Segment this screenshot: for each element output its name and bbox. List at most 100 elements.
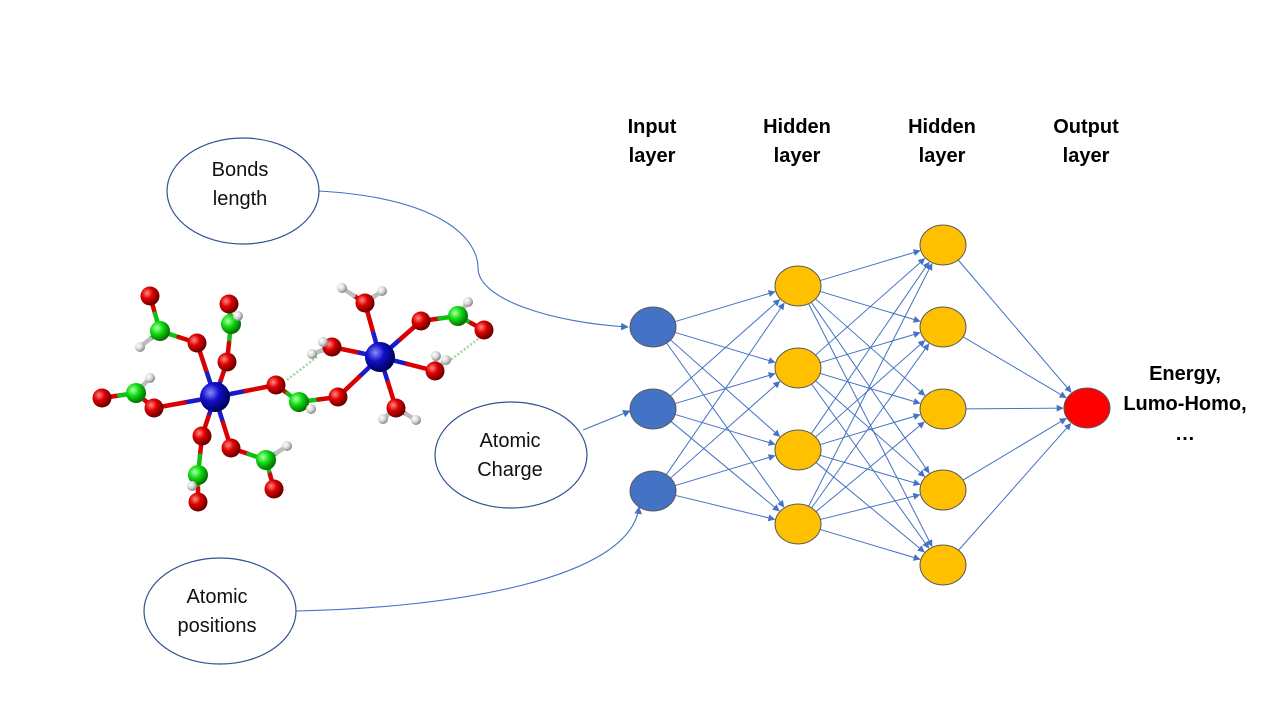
arrow-bonds-length-to-input [318,190,629,331]
hydrogen-atom [463,297,473,307]
arrow-atomic-positions-to-input [295,506,642,612]
hydrogen-atom [441,355,451,365]
connection-line [820,492,921,520]
carbon-atom [256,450,276,470]
oxygen-atom [192,426,212,446]
feature-label-bonds-length: Bonds length [180,156,300,214]
feature-ellipse-atomic-positions [143,557,297,665]
connection-line [674,290,776,323]
hydrogen-bond-dashed [286,355,319,381]
connection-line [815,258,926,356]
oxygen-atom [264,479,284,499]
connection-line [666,342,785,508]
metal-atom [200,382,230,412]
layer-title-line2: layer [773,145,821,167]
hydrogen-atom [307,349,317,359]
hidden-node-4 [774,503,822,545]
oxygen-atom [411,311,431,331]
oxygen-atom [187,333,207,353]
oxygen-atom [217,352,237,372]
connection-line [965,404,1064,412]
oxygen-atom [144,398,164,418]
feature-ellipses [143,137,588,665]
hidden-node-2 [774,347,822,389]
feature-label-line2: Charge [477,459,543,481]
layer-title-line1: Hidden [908,116,976,138]
oxygen-atom [92,388,112,408]
hydrogen-atom [377,286,387,296]
connection-line [820,454,921,487]
feature-arrows [295,190,642,612]
hidden-node-1 [774,265,822,307]
oxygen-atom [328,387,348,407]
feature-ellipse-bonds-length [166,137,320,245]
feature-label-line1: Atomic [186,586,248,608]
output-label: Energy, Lumo-Homo, … [1110,359,1260,449]
hydrogen-atom [378,414,388,424]
oxygen-atom [355,293,375,313]
carbon-atom [188,465,208,485]
hydrogen-atom [337,283,347,293]
connection-line [811,343,930,509]
connection-line [810,302,930,474]
input-node-2 [629,388,677,430]
feature-label-line1: Atomic [479,430,541,452]
input-node-3 [629,470,677,512]
hydrogen-atom [145,373,155,383]
hidden-node-3 [774,429,822,471]
output-label-line2: Lumo-Homo, [1123,393,1247,415]
connection-line [665,302,785,475]
carbon-atom [126,383,146,403]
hidden-node-1 [919,224,967,266]
hydrogen-atom [135,342,145,352]
hydrogen-atom [187,481,197,491]
hydrogen-atom [282,441,292,451]
carbon-atom [448,306,468,326]
connection-line [958,422,1072,551]
oxygen-atom [425,361,445,381]
oxygen-atom [386,398,406,418]
feature-label-atomic-positions: Atomic positions [157,583,277,641]
feature-label-line2: length [212,188,268,210]
oxygen-atom [474,320,494,340]
layer-title-line2: layer [1062,145,1110,167]
input-node-1 [629,306,677,348]
connection-line [670,299,781,397]
connection-line [819,249,921,282]
hydrogen-bond-dashed [447,335,483,363]
layer-title-line1: Input [627,116,677,138]
layer-title-line2: layer [918,145,966,167]
oxygen-atom [219,294,239,314]
feature-label-atomic-charge: Atomic Charge [450,427,570,485]
metal-atom [365,342,395,372]
network-connections [665,249,1072,561]
connection-line [670,381,781,479]
carbon-atom [289,392,309,412]
layer-title-output: Output layer [1026,113,1146,171]
network-nodes [629,224,1111,586]
connection-line [819,528,921,561]
connection-line [670,421,780,512]
layer-title-line1: Hidden [763,116,831,138]
connection-line [819,413,921,446]
connection-line [674,454,776,487]
oxygen-atom [221,438,241,458]
carbon-atom [150,321,170,341]
connection-line [815,421,925,512]
oxygen-atom [266,375,286,395]
oxygen-atom [188,492,208,512]
feature-label-line2: positions [177,615,257,637]
output-label-line3: … [1175,423,1195,445]
hydrogen-atom [411,415,421,425]
hidden-node-4 [919,469,967,511]
connection-line [815,380,926,477]
hidden-node-3 [919,388,967,430]
layer-title-line2: layer [628,145,676,167]
oxygen-atom [140,286,160,306]
hidden-node-2 [919,306,967,348]
connection-line [808,263,933,507]
layer-title-hidden-1: Hidden layer [737,113,857,171]
arrow-atomic-charge-to-input [582,410,631,431]
